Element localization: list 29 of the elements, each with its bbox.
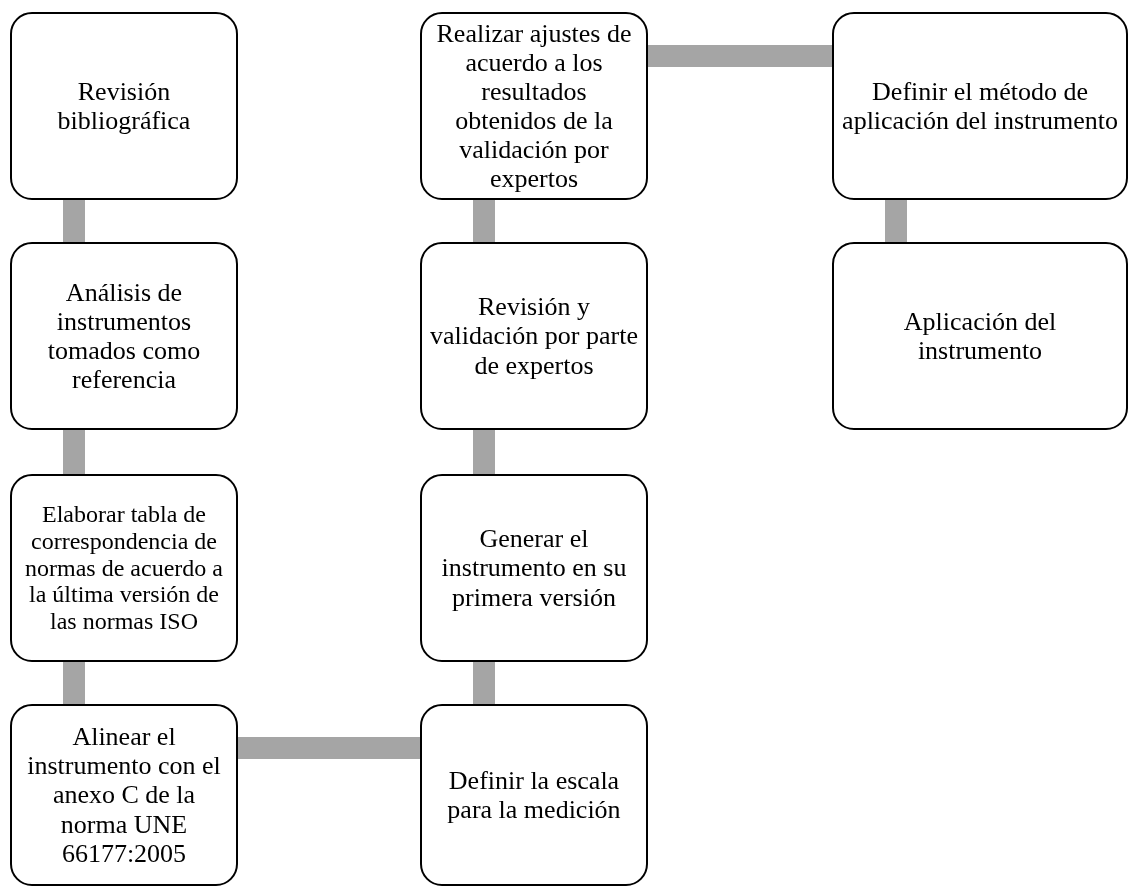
step-text: Alinear el instrumento con el anexo C de la norma UNE 66177:2005 — [26, 722, 222, 868]
step-text: Revisión y validación por parte de expertos — [430, 292, 638, 380]
connector-bar — [63, 430, 85, 474]
process-box — [10, 704, 238, 886]
process-box — [832, 242, 1128, 430]
step-text: Revisión bibliográfica — [56, 76, 192, 136]
connector-bar — [63, 662, 85, 704]
process-box — [10, 474, 238, 662]
process-box — [10, 242, 238, 430]
step-text: Realizar ajustes de acuerdo a los resultados obtenidos de la validación por expertos — [435, 18, 633, 194]
process-box — [832, 12, 1128, 200]
connector-bar — [473, 430, 495, 474]
connector-bar — [63, 200, 85, 242]
process-box — [420, 242, 648, 430]
process-box — [420, 704, 648, 886]
step-text: Generar el instrumento en su primera versión — [440, 524, 628, 612]
step-text: Aplicación del instrumento — [902, 306, 1058, 366]
process-box — [10, 12, 238, 200]
process-box — [420, 474, 648, 662]
step-text: Definir el método de aplicación del instrumento — [842, 76, 1118, 136]
process-box — [420, 12, 648, 200]
step-text: Análisis de instrumentos tomados como referencia — [46, 277, 202, 395]
step-text: Definir la escala para la medición — [446, 765, 622, 825]
connector-bar — [473, 662, 495, 704]
connector-bar — [885, 200, 907, 242]
step-text: Elaborar tabla de correspondencia de normas de acuerdo a la última versión de las normas ISO — [24, 500, 224, 636]
connector-bar — [238, 737, 420, 759]
connector-bar — [473, 200, 495, 242]
connector-bar — [648, 45, 832, 67]
